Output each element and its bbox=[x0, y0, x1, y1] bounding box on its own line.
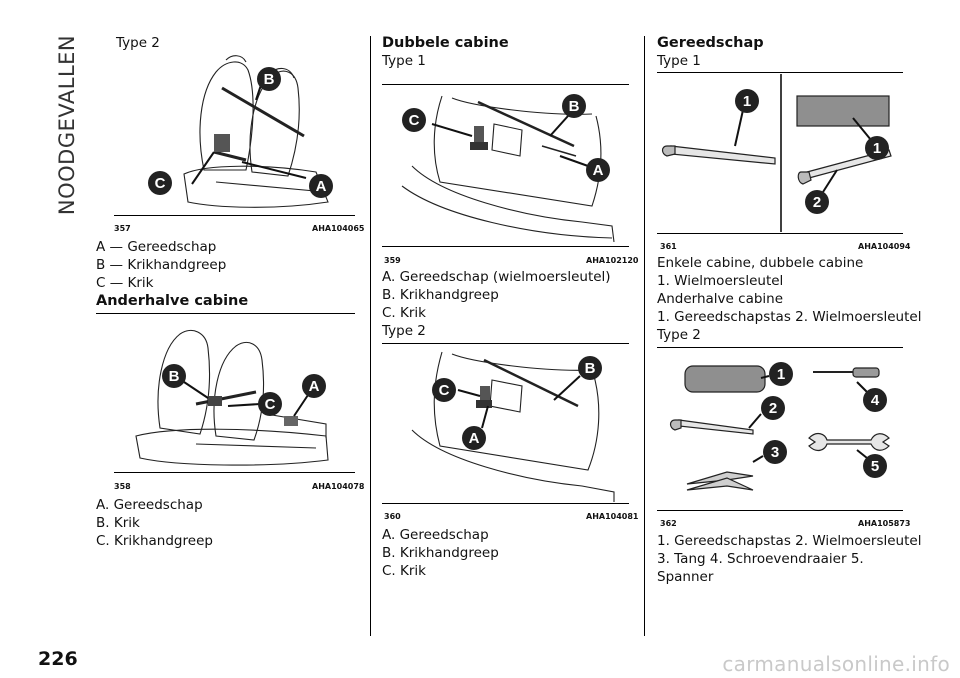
legend-item: A — Gereedschap bbox=[96, 239, 217, 255]
watermark: carmanualsonline.info bbox=[722, 652, 950, 676]
legend-line: Enkele cabine, dubbele cabine bbox=[657, 255, 864, 271]
type-label: Type 1 bbox=[657, 53, 701, 69]
svg-text:4: 4 bbox=[871, 392, 880, 409]
section-title: NOODGEVALLEN bbox=[55, 34, 79, 216]
legend-item: B. Krikhandgreep bbox=[382, 287, 499, 303]
svg-text:5: 5 bbox=[871, 458, 879, 475]
svg-text:1: 1 bbox=[873, 140, 881, 157]
legend-item: C. Krik bbox=[382, 563, 426, 579]
column-divider bbox=[644, 36, 645, 636]
tool-illustration: 1 1 2 bbox=[661, 74, 892, 232]
figure-number: 361 bbox=[660, 242, 677, 251]
figure-top-rule bbox=[657, 347, 903, 348]
type-label: Type 2 bbox=[116, 35, 160, 51]
svg-text:1: 1 bbox=[743, 93, 751, 110]
svg-text:C: C bbox=[265, 396, 276, 413]
svg-text:B: B bbox=[569, 98, 580, 115]
legend-item: C. Krik bbox=[382, 305, 426, 321]
section-heading: Gereedschap bbox=[657, 35, 764, 51]
figure-358: B C A bbox=[96, 318, 356, 470]
figure-code: AHA104065 bbox=[312, 224, 365, 233]
figure-number: 362 bbox=[660, 519, 677, 528]
legend-item: A. Gereedschap bbox=[96, 497, 203, 513]
legend-item: B — Krikhandgreep bbox=[96, 257, 227, 273]
heading-rule bbox=[96, 313, 355, 314]
legend-line: 1. Gereedschapstas 2. Wielmoersleutel bbox=[657, 309, 922, 325]
type-label: Type 2 bbox=[382, 323, 426, 339]
figure-top-rule bbox=[657, 72, 903, 73]
legend-line: 1. Gereedschapstas 2. Wielmoersleutel bbox=[657, 533, 922, 549]
svg-text:C: C bbox=[409, 112, 420, 129]
figure-rule bbox=[382, 246, 629, 247]
svg-text:A: A bbox=[309, 378, 320, 395]
svg-text:A: A bbox=[469, 430, 480, 447]
section-heading: Anderhalve cabine bbox=[96, 293, 249, 309]
rear-seat-illustration: C B A bbox=[411, 351, 615, 502]
figure-number: 358 bbox=[114, 482, 131, 491]
figure-361: 1 1 2 bbox=[657, 74, 903, 234]
svg-text:2: 2 bbox=[769, 400, 777, 417]
section-heading: Dubbele cabine bbox=[382, 35, 509, 51]
seat-tool-illustration: B C A bbox=[135, 330, 329, 466]
figure-number: 359 bbox=[384, 256, 401, 265]
figure-number: 360 bbox=[384, 512, 401, 521]
legend-item: A. Gereedschap (wielmoersleutel) bbox=[382, 269, 611, 285]
svg-text:B: B bbox=[169, 368, 180, 385]
figure-rule bbox=[382, 503, 629, 504]
legend-line: Spanner bbox=[657, 569, 714, 585]
svg-text:B: B bbox=[585, 360, 596, 377]
figure-code: AHA102120 bbox=[586, 256, 639, 265]
figure-code: AHA104078 bbox=[312, 482, 365, 491]
legend-item: A. Gereedschap bbox=[382, 527, 489, 543]
page-number: 226 bbox=[38, 648, 78, 670]
figure-rule bbox=[657, 510, 903, 511]
seat-tool-illustration: B C A bbox=[148, 55, 333, 208]
legend-item: C — Krik bbox=[96, 275, 154, 291]
svg-text:2: 2 bbox=[813, 194, 821, 211]
svg-text:A: A bbox=[316, 178, 327, 195]
legend-line: Anderhalve cabine bbox=[657, 291, 784, 307]
column-divider bbox=[370, 36, 371, 636]
figure-number: 357 bbox=[114, 224, 131, 233]
type-label: Type 2 bbox=[657, 327, 701, 343]
legend-line: 1. Wielmoersleutel bbox=[657, 273, 784, 289]
svg-text:B: B bbox=[264, 71, 275, 88]
figure-code: AHA104081 bbox=[586, 512, 639, 521]
type-label: Type 1 bbox=[382, 53, 426, 69]
figure-rule bbox=[114, 472, 355, 473]
figure-code: AHA104094 bbox=[858, 242, 911, 251]
figure-rule bbox=[657, 233, 903, 234]
figure-362: 1 2 3 4 5 bbox=[657, 350, 903, 508]
figure-rule bbox=[114, 215, 355, 216]
svg-text:3: 3 bbox=[771, 444, 779, 461]
legend-item: B. Krikhandgreep bbox=[382, 545, 499, 561]
rear-seat-illustration: C B A bbox=[401, 94, 615, 242]
svg-text:C: C bbox=[439, 382, 450, 399]
legend-item: B. Krik bbox=[96, 515, 140, 531]
figure-360: C B A bbox=[382, 346, 630, 502]
section-tab: NOODGEVALLEN bbox=[52, 30, 82, 220]
legend-line: 3. Tang 4. Schroevendraaier 5. bbox=[657, 551, 864, 567]
figure-code: AHA105873 bbox=[858, 519, 911, 528]
svg-text:1: 1 bbox=[777, 366, 785, 383]
figure-top-rule bbox=[382, 84, 629, 85]
legend-item: C. Krikhandgreep bbox=[96, 533, 213, 549]
svg-text:A: A bbox=[593, 162, 604, 179]
figure-top-rule bbox=[382, 343, 629, 344]
tool-kit-illustration: 1 2 3 4 5 bbox=[669, 362, 890, 491]
svg-text:C: C bbox=[155, 175, 166, 192]
figure-357: B C A bbox=[96, 52, 356, 214]
figure-359: C B A bbox=[382, 86, 630, 242]
